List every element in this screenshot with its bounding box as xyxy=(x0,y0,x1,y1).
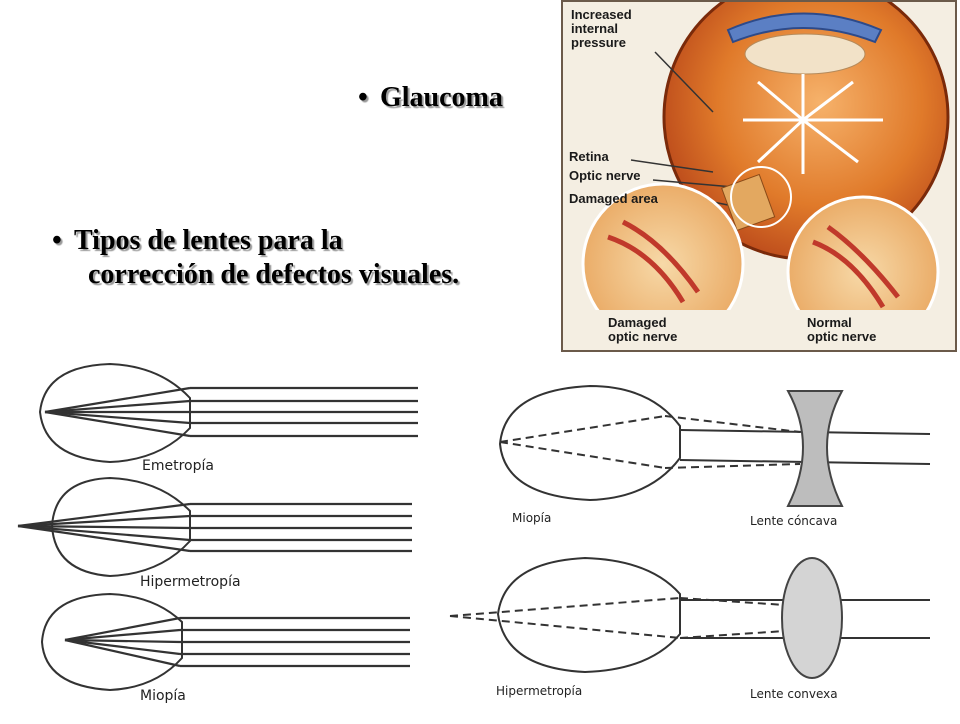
pressure-arrows xyxy=(743,74,883,174)
zoom-circle xyxy=(730,166,792,228)
label-lente-concava: Lente cóncava xyxy=(750,514,838,528)
label-normal-optic-nerve: Normal optic nerve xyxy=(807,315,877,344)
eye-hipermetropia-left xyxy=(17,476,412,578)
label-hipermetropia-right: Hipermetropía xyxy=(496,684,583,698)
caption-band xyxy=(563,310,955,350)
lenses-heading-line1: Tipos de lentes para la xyxy=(74,225,343,256)
label-increased-pressure: Increased internal pressure xyxy=(571,7,632,50)
label-retina: Retina xyxy=(569,149,609,164)
bullet-lenses: • Tipos de lentes para la corrección de d… xyxy=(52,224,552,292)
optic-nerve-shape xyxy=(721,173,776,232)
optics-drawing xyxy=(17,362,931,692)
eye-miopia-right xyxy=(498,384,931,502)
glaucoma-illustration: Increased internal pressure Retina Optic… xyxy=(561,0,957,352)
convex-lens xyxy=(781,557,843,679)
label-lente-convexa: Lente convexa xyxy=(750,687,838,701)
normal-nerve-vessels xyxy=(812,224,900,309)
label-optic-nerve: Optic nerve xyxy=(569,168,641,183)
eye-emetropia xyxy=(38,362,418,464)
glaucoma-heading: Glaucoma xyxy=(380,82,503,113)
label-damaged-area: Damaged area xyxy=(569,191,658,206)
label-miopia-right: Miopía xyxy=(512,511,552,525)
lens-shape xyxy=(744,33,866,75)
concave-lens xyxy=(786,390,844,507)
label-damaged-optic-nerve: Damaged optic nerve xyxy=(608,315,678,344)
eye-miopia-left xyxy=(40,592,410,692)
eye-hipermetropia-right xyxy=(449,556,930,674)
label-emetropia: Emetropía xyxy=(142,458,214,474)
lenses-heading-line2: corrección de defectos visuales. xyxy=(88,259,460,290)
glaucoma-eye-drawing xyxy=(563,2,955,350)
bullet-marker: • xyxy=(52,225,62,256)
cornea-shape xyxy=(726,12,883,44)
bullet-marker: • xyxy=(358,82,368,113)
bullet-glaucoma: • Glaucoma xyxy=(358,82,503,114)
damaged-nerve-vessels xyxy=(607,219,701,304)
label-miopia-left: Miopía xyxy=(140,688,186,704)
label-hipermetropia-left: Hipermetropía xyxy=(140,574,241,590)
lens-correction-diagram: Emetropía Hipermetropía Miopía Miopía Le… xyxy=(0,346,960,720)
